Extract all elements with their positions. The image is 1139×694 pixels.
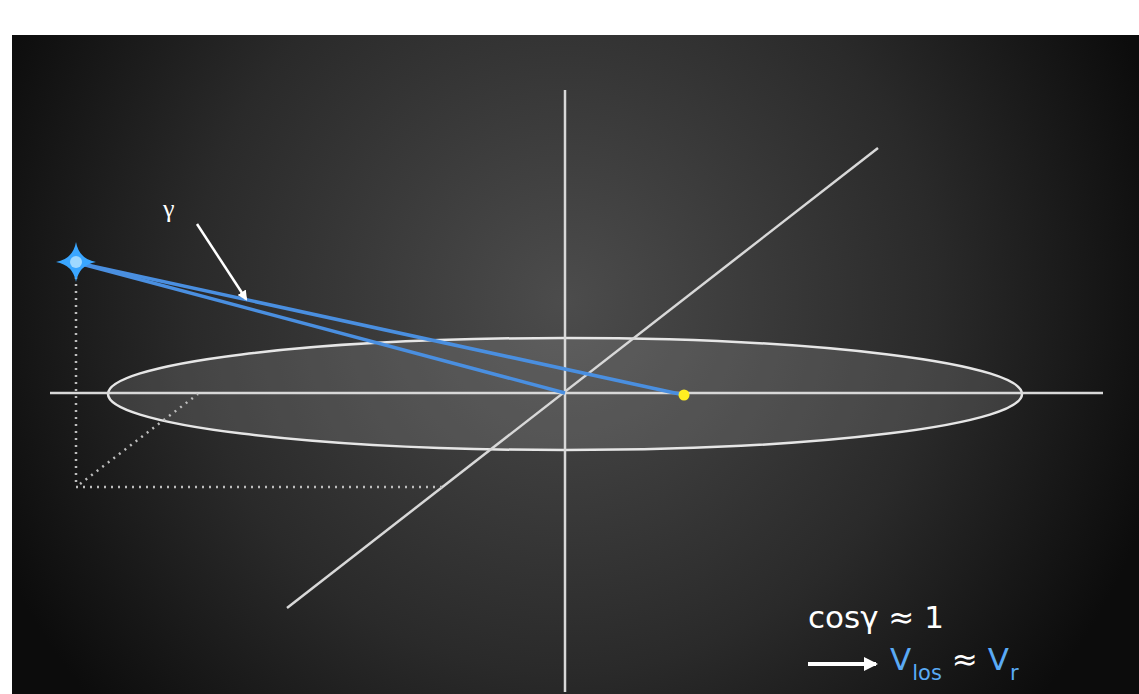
velocity-relation: Vlos≈Vr: [890, 644, 1019, 675]
y-axis: [287, 148, 878, 608]
angle-leader: [197, 224, 246, 299]
angle-label: γ: [163, 196, 175, 222]
sun-dot: [679, 390, 690, 401]
sight-line-sun: [78, 263, 684, 395]
velocity-subscript: los: [912, 663, 942, 684]
background: [12, 35, 1139, 694]
sight-line-center: [78, 263, 565, 393]
equation-text: cosγ ≈ 1: [808, 602, 944, 633]
x-axis: [50, 392, 1103, 395]
approx-sign: ≈: [952, 644, 978, 675]
implies-arrow: [808, 662, 876, 666]
velocity-symbol: V: [988, 644, 1009, 675]
star-symbol: [56, 242, 96, 282]
velocity-subscript: r: [1010, 663, 1019, 684]
velocity-symbol: V: [890, 644, 911, 675]
